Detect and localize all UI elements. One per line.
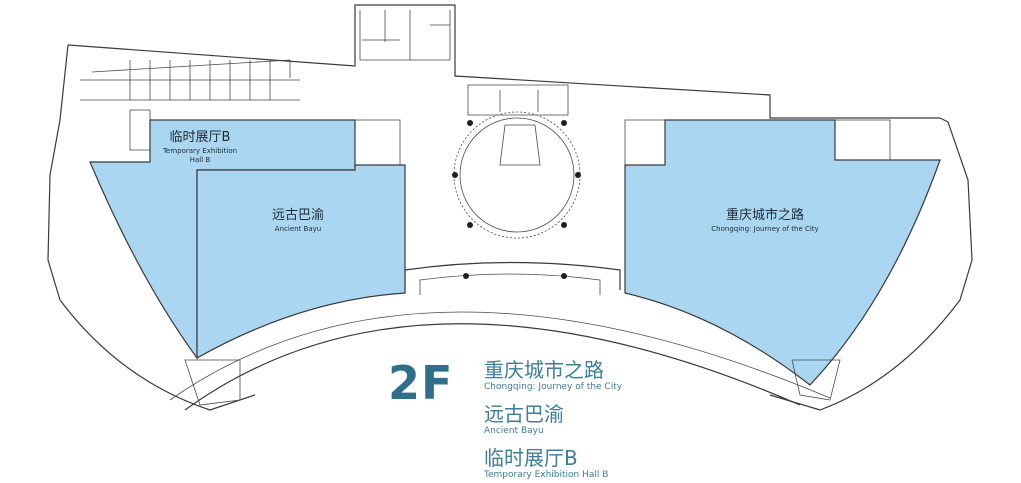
hall-journey-city-name-cn: 重庆城市之路 bbox=[726, 207, 804, 223]
legend-temp-hall-b-cn: 临时展厅B bbox=[484, 446, 578, 470]
legend-temp-hall-b-en: Temporary Exhibition Hall B bbox=[484, 470, 609, 480]
building-outline bbox=[47, 4, 973, 411]
hall-ancient-bayu-name-cn: 远古巴渝 bbox=[272, 207, 324, 223]
hall-ancient-bayu-name-en: Ancient Bayu bbox=[275, 225, 321, 233]
lower-stairs bbox=[184, 359, 841, 406]
legend-item-temp-hall-b: 临时展厅B Temporary Exhibition Hall B bbox=[484, 446, 608, 481]
hall-ancient-bayu-area bbox=[196, 164, 406, 360]
hall-temp-b-name-cn: 临时展厅B bbox=[170, 130, 231, 145]
left-halls bbox=[89, 119, 406, 360]
hall-temporary-b-area bbox=[89, 119, 356, 360]
legend-ancient-bayu-en: Ancient Bayu bbox=[484, 426, 544, 436]
right-hall bbox=[624, 119, 941, 386]
legend-journey-city-cn: 重庆城市之路 bbox=[484, 358, 604, 382]
floor-legend: 2F 重庆城市之路 Chongqing: Journey of the City… bbox=[388, 352, 718, 480]
legend-item-ancient-bayu: 远古巴渝 Ancient Bayu bbox=[484, 402, 564, 437]
hall-journey-city-name-en: Chongqing: Journey of the City bbox=[711, 225, 818, 233]
legend-ancient-bayu-cn: 远古巴渝 bbox=[484, 402, 564, 426]
central-atrium bbox=[452, 111, 581, 279]
floor-label: 2F bbox=[388, 356, 454, 410]
hall-temp-b-name-en-2: Hall B bbox=[190, 156, 211, 164]
hall-temp-b-name-en-1: Temporary Exhibition bbox=[162, 147, 237, 155]
hall-journey-city-area bbox=[624, 119, 941, 386]
legend-item-journey-city: 重庆城市之路 Chongqing: Journey of the City bbox=[484, 358, 622, 393]
legend-journey-city-en: Chongqing: Journey of the City bbox=[484, 382, 623, 392]
